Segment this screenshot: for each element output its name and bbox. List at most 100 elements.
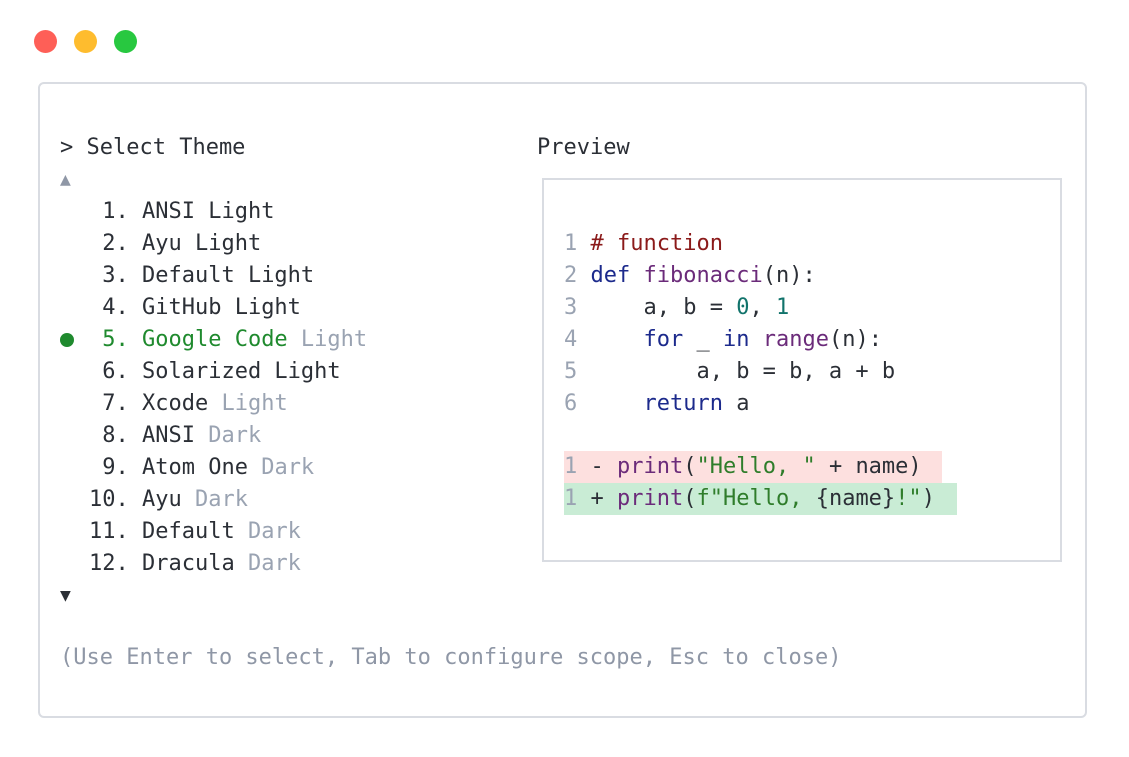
code-token: # function bbox=[590, 231, 723, 256]
theme-item[interactable]: 12. Dracula Dark bbox=[89, 548, 301, 580]
theme-name: Xcode bbox=[141, 391, 209, 416]
theme-item[interactable]: 1. ANSI Light bbox=[89, 196, 274, 228]
code-token: 1 bbox=[775, 295, 790, 320]
theme-name: Ayu bbox=[141, 487, 182, 512]
code-token: ( bbox=[683, 454, 697, 479]
theme-number: 9. bbox=[89, 455, 142, 480]
line-number: 1 bbox=[564, 486, 578, 511]
theme-name: Solarized Light bbox=[141, 359, 341, 384]
theme-item[interactable]: 2. Ayu Light bbox=[89, 228, 261, 260]
theme-number: 7. bbox=[89, 391, 142, 416]
theme-item[interactable]: 9. Atom One Dark bbox=[89, 452, 314, 484]
theme-item[interactable]: 5. Google Code Light bbox=[89, 324, 367, 356]
code-token bbox=[749, 327, 762, 352]
code-line: 2 def fibonacci(n): bbox=[564, 260, 816, 292]
theme-variant: Dark bbox=[234, 519, 301, 544]
scroll-up-icon[interactable]: ▲ bbox=[60, 169, 71, 190]
theme-name: Atom One bbox=[141, 455, 248, 480]
theme-variant: Light bbox=[208, 391, 288, 416]
code-token: a, b = bbox=[590, 295, 737, 320]
theme-variant: Dark bbox=[181, 487, 248, 512]
code-token: print bbox=[617, 486, 684, 511]
theme-name: ANSI bbox=[141, 423, 195, 448]
theme-number: 1. bbox=[89, 199, 142, 224]
code-token: , bbox=[749, 295, 776, 320]
code-token: {name} bbox=[815, 486, 896, 511]
theme-variant: Light bbox=[287, 327, 368, 352]
diff-removed-line: 1 - print("Hello, " + name) bbox=[564, 451, 922, 483]
code-token: + name) bbox=[815, 454, 922, 479]
theme-name: ANSI Light bbox=[141, 199, 275, 224]
code-token: 0 bbox=[736, 295, 750, 320]
close-window-button[interactable] bbox=[34, 30, 57, 53]
code-token: a, b = b, a + b bbox=[590, 359, 896, 384]
code-token: + bbox=[590, 486, 617, 511]
theme-dialog bbox=[38, 82, 1087, 718]
minimize-window-button[interactable] bbox=[74, 30, 97, 53]
theme-number: 8. bbox=[89, 423, 142, 448]
theme-item[interactable]: 8. ANSI Dark bbox=[89, 420, 261, 452]
code-token: return bbox=[643, 391, 723, 416]
theme-number: 11. bbox=[89, 519, 142, 544]
code-line: 4 for _ in range(n): bbox=[564, 324, 882, 356]
theme-name: Dracula bbox=[141, 551, 235, 576]
code-token: range bbox=[762, 327, 829, 352]
diff-added-highlight bbox=[564, 483, 957, 515]
code-token: fibonacci bbox=[643, 263, 763, 288]
theme-number: 5. bbox=[89, 327, 142, 352]
line-number: 3 bbox=[564, 295, 578, 320]
theme-name: Default Light bbox=[141, 263, 315, 288]
theme-number: 6. bbox=[89, 359, 142, 384]
maximize-window-button[interactable] bbox=[114, 30, 137, 53]
theme-name: GitHub Light bbox=[141, 295, 301, 320]
line-number: 2 bbox=[564, 263, 578, 288]
code-token: (n): bbox=[762, 263, 816, 288]
code-token: def bbox=[590, 263, 644, 288]
diff-removed-highlight bbox=[564, 451, 942, 483]
code-line: 3 a, b = 0, 1 bbox=[564, 292, 789, 324]
theme-number: 4. bbox=[89, 295, 142, 320]
code-token: "Hello, " bbox=[696, 454, 816, 479]
theme-variant: Dark bbox=[194, 423, 262, 448]
theme-number: 3. bbox=[89, 263, 142, 288]
dialog-title: > Select Theme bbox=[60, 135, 246, 160]
theme-name: Ayu Light bbox=[141, 231, 262, 256]
theme-number: 10. bbox=[89, 487, 142, 512]
code-token bbox=[591, 391, 644, 416]
code-token: for bbox=[643, 327, 684, 352]
theme-item[interactable]: 3. Default Light bbox=[89, 260, 314, 292]
theme-number: 2. bbox=[89, 231, 142, 256]
line-number: 1 bbox=[564, 231, 578, 256]
theme-name: Default bbox=[141, 519, 235, 544]
code-line: 1 # function bbox=[564, 228, 723, 260]
theme-item[interactable]: 7. Xcode Light bbox=[89, 388, 288, 420]
code-token bbox=[591, 327, 644, 352]
code-token: !" bbox=[895, 486, 922, 511]
theme-item[interactable]: 6. Solarized Light bbox=[89, 356, 341, 388]
line-number: 5 bbox=[564, 359, 578, 384]
preview-panel bbox=[542, 178, 1062, 562]
theme-item[interactable]: 4. GitHub Light bbox=[89, 292, 301, 324]
code-token: ( bbox=[683, 486, 697, 511]
line-number: 1 bbox=[564, 454, 578, 479]
code-line: 6 return a bbox=[564, 388, 749, 420]
scroll-down-icon[interactable]: ▼ bbox=[60, 585, 71, 606]
code-token: (n): bbox=[828, 327, 882, 352]
line-number: 4 bbox=[564, 327, 578, 352]
code-token: - bbox=[590, 454, 617, 479]
theme-item[interactable]: 10. Ayu Dark bbox=[89, 484, 248, 516]
code-token: f"Hello, bbox=[696, 486, 816, 511]
theme-variant: Dark bbox=[234, 551, 301, 576]
code-token: ) bbox=[921, 486, 935, 511]
code-token: a bbox=[722, 391, 750, 416]
theme-variant: Dark bbox=[247, 455, 315, 480]
keyboard-hint: (Use Enter to select, Tab to configure s… bbox=[60, 645, 842, 670]
theme-number: 12. bbox=[89, 551, 142, 576]
theme-name: Google Code bbox=[141, 327, 288, 352]
code-line: 5 a, b = b, a + b bbox=[564, 356, 895, 388]
code-token: _ bbox=[683, 327, 723, 352]
code-token: in bbox=[722, 327, 750, 352]
diff-added-line: 1 + print(f"Hello, {name}!") bbox=[564, 483, 935, 515]
preview-label: Preview bbox=[537, 135, 630, 160]
theme-item[interactable]: 11. Default Dark bbox=[89, 516, 301, 548]
